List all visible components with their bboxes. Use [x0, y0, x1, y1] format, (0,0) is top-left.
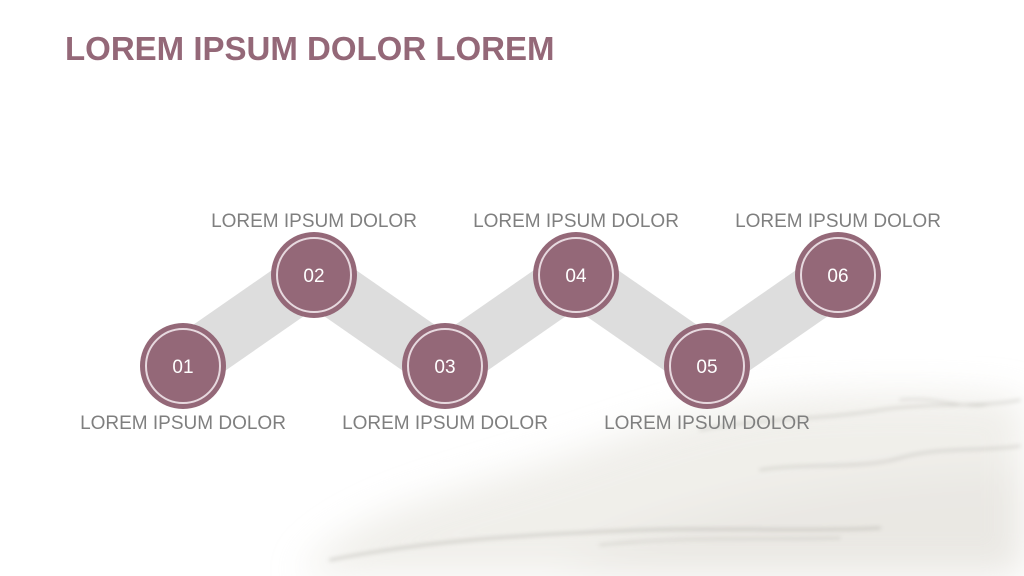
step-label: LOREM IPSUM DOLOR	[473, 211, 679, 232]
step-label: LOREM IPSUM DOLOR	[735, 211, 941, 232]
step-nodes: 01 02 03 04 05 06	[140, 232, 881, 409]
step-node-5: 05	[664, 323, 750, 409]
step-number: 03	[434, 357, 455, 378]
step-label: LOREM IPSUM DOLOR	[342, 413, 548, 434]
step-circle	[795, 232, 881, 318]
step-circle-ring	[145, 328, 221, 404]
step-circle	[533, 232, 619, 318]
slide-title: LOREM IPSUM DOLOR LOREM	[65, 30, 555, 67]
step-number: 06	[827, 266, 848, 287]
step-node-1: 01	[140, 323, 226, 409]
step-number: 01	[172, 357, 193, 378]
step-label: LOREM IPSUM DOLOR	[211, 211, 417, 232]
step-circle	[402, 323, 488, 409]
step-number: 04	[565, 266, 587, 287]
step-number: 02	[303, 266, 324, 287]
step-number: 05	[696, 357, 717, 378]
step-circle-ring	[407, 328, 483, 404]
step-label: LOREM IPSUM DOLOR	[80, 413, 286, 434]
step-label: LOREM IPSUM DOLOR	[604, 413, 810, 434]
step-node-3: 03	[402, 323, 488, 409]
step-node-6: 06	[795, 232, 881, 318]
step-circle-ring	[669, 328, 745, 404]
step-node-2: 02	[271, 232, 357, 318]
step-circle-ring	[276, 237, 352, 313]
step-circle-ring	[800, 237, 876, 313]
step-node-4: 04	[533, 232, 619, 318]
step-circle-ring	[538, 237, 614, 313]
step-labels: LOREM IPSUM DOLOR LOREM IPSUM DOLOR LOREM …	[80, 211, 941, 434]
step-circle	[664, 323, 750, 409]
step-circle	[140, 323, 226, 409]
step-circle	[271, 232, 357, 318]
